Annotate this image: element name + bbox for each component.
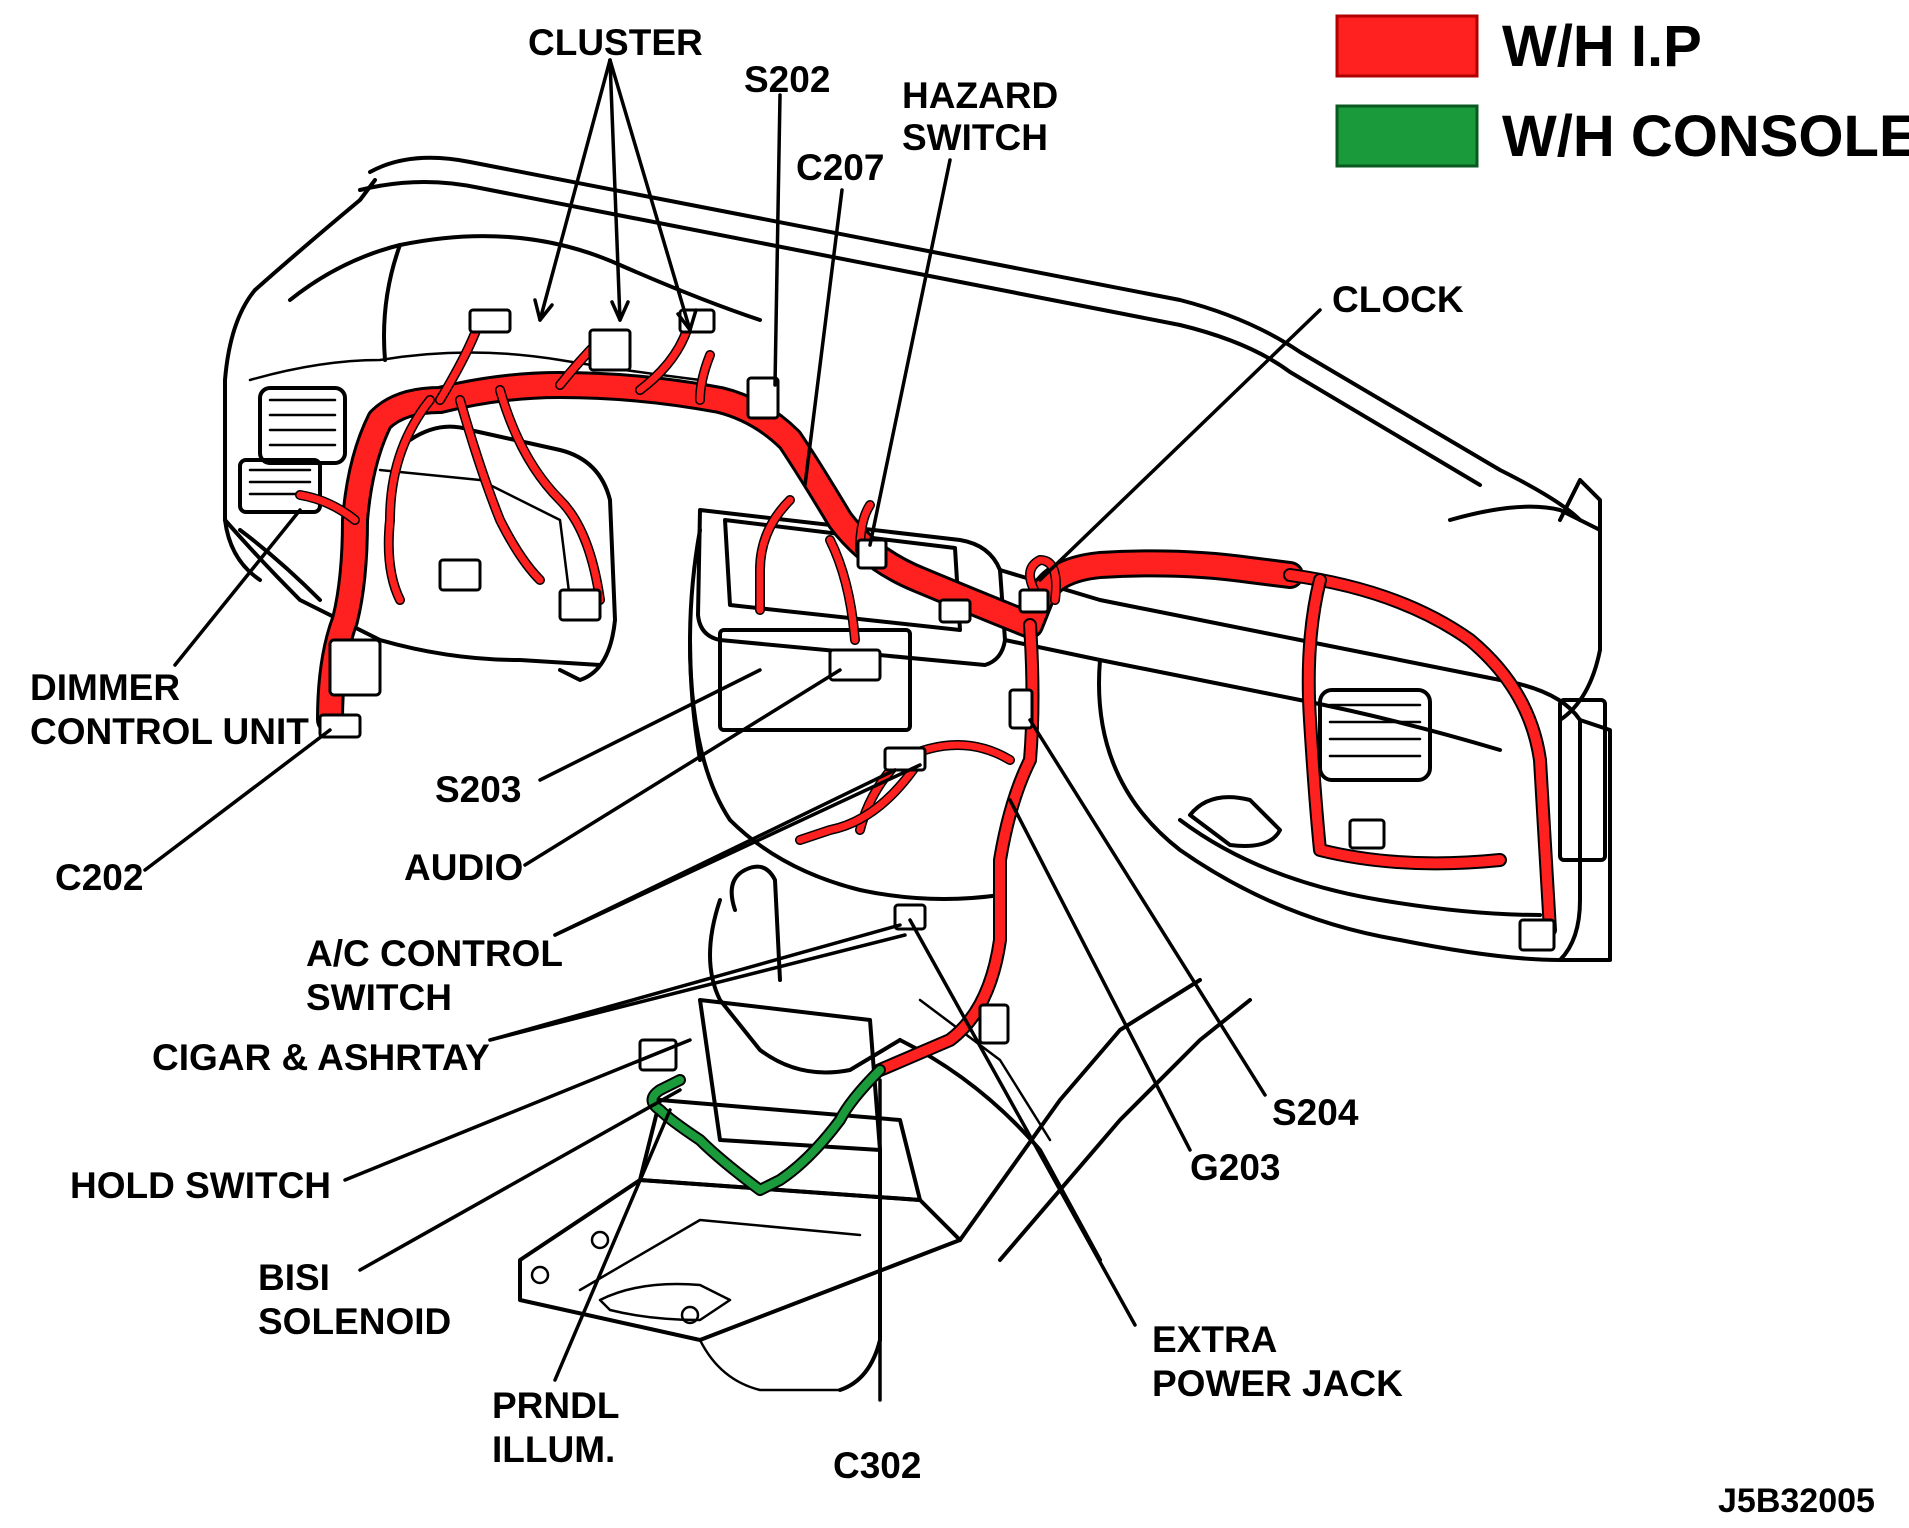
label-c302: C302 bbox=[833, 1445, 921, 1486]
label-s203: S203 bbox=[435, 769, 521, 810]
label-clock: CLOCK bbox=[1332, 279, 1464, 320]
label-bisi-1: BISI bbox=[258, 1257, 330, 1298]
label-c202: C202 bbox=[55, 857, 143, 898]
legend-swatch-console bbox=[1335, 104, 1479, 168]
label-prndl-2: ILLUM. bbox=[492, 1429, 615, 1470]
label-dimmer-1: DIMMER bbox=[30, 667, 180, 708]
label-extra-2: POWER JACK bbox=[1152, 1363, 1403, 1404]
label-prndl-1: PRNDL bbox=[492, 1385, 619, 1426]
label-s204: S204 bbox=[1272, 1092, 1359, 1133]
label-bisi-2: SOLENOID bbox=[258, 1301, 451, 1342]
legend-swatch-ip bbox=[1335, 14, 1479, 78]
leader-lines bbox=[143, 58, 1322, 1402]
label-c207: C207 bbox=[796, 147, 884, 188]
label-hazard-switch-2: SWITCH bbox=[902, 117, 1048, 158]
label-hazard-switch-1: HAZARD bbox=[902, 75, 1058, 116]
label-ac-2: SWITCH bbox=[306, 977, 452, 1018]
callout-labels: CLUSTER S202 HAZARD SWITCH C207 CLOCK DI… bbox=[30, 22, 1875, 1520]
label-cigar: CIGAR & ASHRTAY bbox=[152, 1037, 490, 1078]
instrument-panel-drawing bbox=[223, 155, 1612, 1392]
figure-code: J5B32005 bbox=[1718, 1482, 1875, 1520]
legend-label-ip: W/H I.P bbox=[1502, 14, 1702, 79]
legend: W/H I.P W/H CONSOLE bbox=[1335, 14, 1909, 169]
harness-console bbox=[646, 1064, 886, 1196]
label-extra-1: EXTRA bbox=[1152, 1319, 1277, 1360]
label-s202: S202 bbox=[744, 59, 830, 100]
label-cluster: CLUSTER bbox=[528, 22, 703, 63]
label-g203: G203 bbox=[1190, 1147, 1281, 1188]
legend-label-console: W/H CONSOLE bbox=[1502, 104, 1909, 169]
label-hold-switch: HOLD SWITCH bbox=[70, 1165, 331, 1206]
label-audio: AUDIO bbox=[404, 847, 523, 888]
label-ac-1: A/C CONTROL bbox=[306, 933, 563, 974]
label-dimmer-2: CONTROL UNIT bbox=[30, 711, 309, 752]
